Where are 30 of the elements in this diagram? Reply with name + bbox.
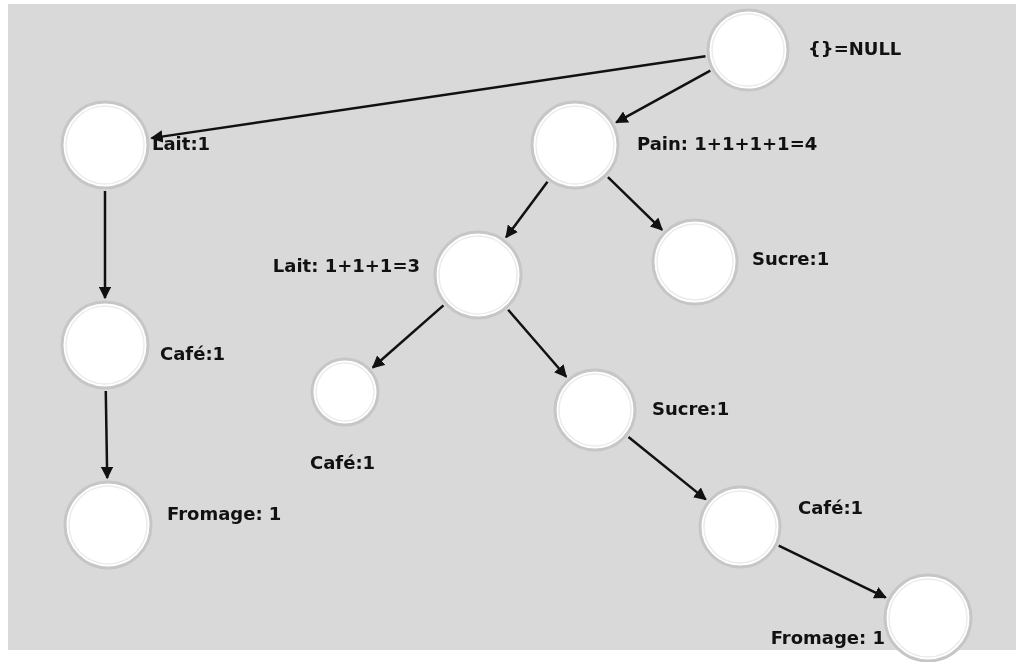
tree-node-circle [698,485,782,569]
arrow [150,55,706,143]
tree-node-circle [706,8,790,92]
node-label: Café:1 [798,497,864,519]
tree-node-circle [60,300,150,390]
arrow [778,544,887,599]
tree-node-circle [433,230,523,320]
arrow [98,191,112,300]
arrow [607,176,663,231]
node-label: Sucre:1 [652,398,730,420]
node-label: Café:1 [310,452,376,474]
node-label: Café:1 [160,343,226,365]
arrow [505,181,549,239]
tree-node-circle [60,100,150,190]
tree-node-circle [553,368,637,452]
tree-node-circle [63,480,153,570]
tree-node-circle [530,100,620,190]
arrow [507,308,568,378]
arrow [627,436,707,501]
node-label: Pain: 1+1+1+1=4 [637,133,818,155]
node-label: Fromage: 1 [167,503,282,525]
arrow [100,390,114,480]
arrow [615,69,711,124]
arrow [371,304,445,369]
node-label: {}=NULL [808,38,902,60]
tree-node-circle [651,218,739,306]
node-label: Lait: 1+1+1=3 [272,255,420,277]
node-label: Sucre:1 [752,248,830,270]
tree-node-circle [310,357,380,427]
node-label: Fromage: 1 [770,627,885,649]
